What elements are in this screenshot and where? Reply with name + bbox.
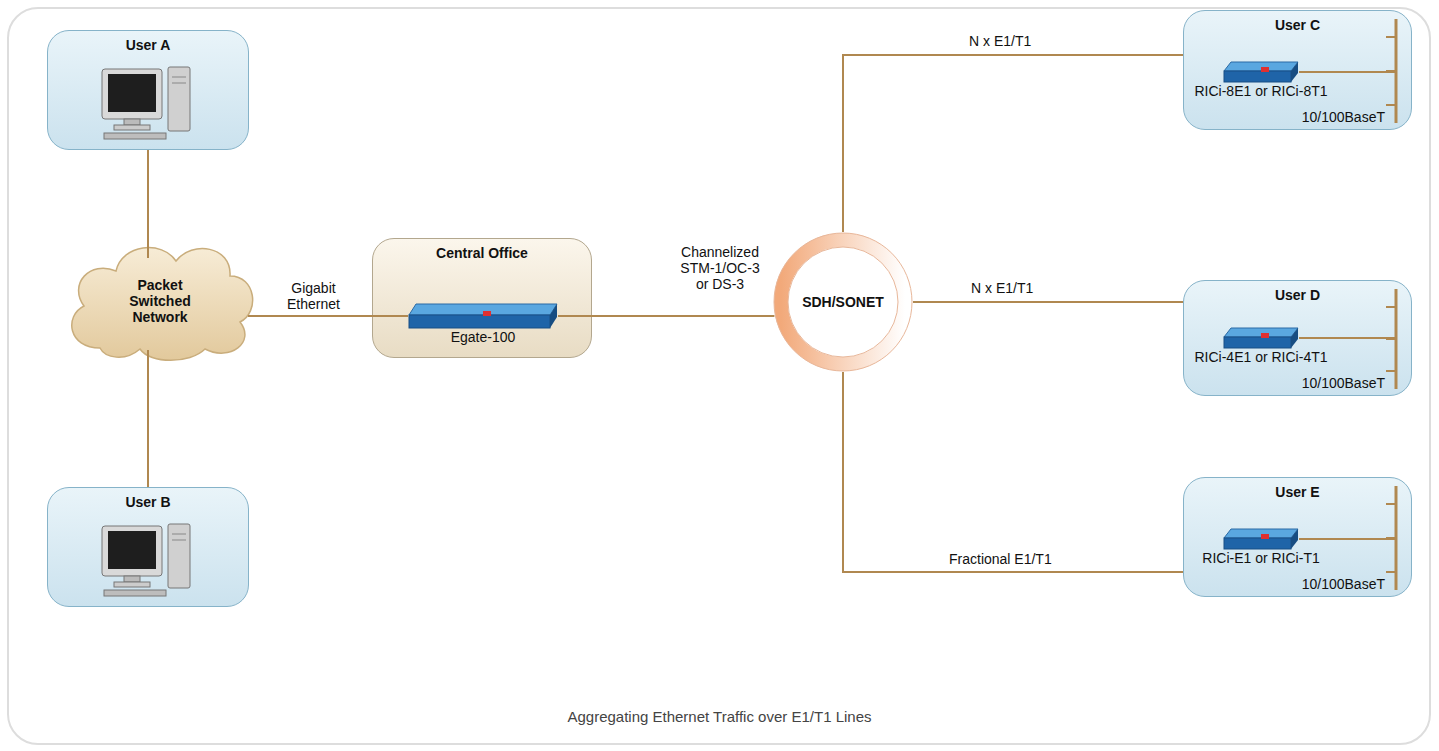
user-box: User C 10/100BaseT RICi-8E1 or RICi-8T1 (1183, 10, 1412, 130)
node-title: User E (1184, 478, 1411, 500)
device-icon (1223, 61, 1299, 83)
connector-line (147, 150, 149, 258)
lan-link (1299, 71, 1395, 73)
computer-icon (94, 520, 204, 600)
line-label: N x E1/T1 (968, 280, 1036, 296)
user-box: User A (47, 30, 249, 150)
device-label: RICi-E1 or RICi-T1 (1186, 550, 1336, 566)
device-label: RICi-4E1 or RICi-4T1 (1186, 349, 1336, 365)
node-title: User C (1184, 11, 1411, 33)
computer-icon (94, 63, 204, 143)
node-title: SDH/SONET (802, 294, 884, 310)
line-label: N x E1/T1 (966, 33, 1034, 49)
line-label: Channelized STM-1/OC-3 or DS-3 (674, 244, 766, 292)
office-box: Central OfficeEgate-100 (372, 238, 592, 358)
connector-line (248, 315, 408, 317)
node-title: User B (48, 488, 248, 510)
network-cloud: Packet Switched Network (60, 236, 260, 366)
line-label: Gigabit Ethernet (284, 280, 343, 312)
device-icon (1223, 528, 1299, 550)
connector-line (843, 372, 1183, 572)
connector-line (558, 315, 774, 317)
connector-line (843, 55, 1183, 232)
lan-link (1299, 538, 1395, 540)
user-box: User B (47, 487, 249, 607)
ric-device: RICi-E1 or RICi-T1 (1186, 528, 1336, 570)
connector-line (913, 301, 1183, 303)
egate-device: Egate-100 (408, 303, 558, 351)
user-box: User E 10/100BaseT RICi-E1 or RICi-T1 (1183, 477, 1412, 597)
lan-link (1299, 337, 1395, 339)
device-label: Egate-100 (408, 329, 558, 345)
node-title: Packet Switched Network (129, 277, 190, 325)
node-title: User D (1184, 281, 1411, 303)
port-label: 10/100BaseT (1302, 109, 1385, 125)
device-icon (408, 303, 558, 329)
device-icon (1223, 327, 1299, 349)
connector-line (147, 350, 149, 487)
port-label: 10/100BaseT (1302, 576, 1385, 592)
ric-device: RICi-8E1 or RICi-8T1 (1186, 61, 1336, 103)
node-title: User A (48, 31, 248, 53)
ric-device: RICi-4E1 or RICi-4T1 (1186, 327, 1336, 369)
caption: Aggregating Ethernet Traffic over E1/T1 … (0, 708, 1439, 725)
port-label: 10/100BaseT (1302, 375, 1385, 391)
node-title: Central Office (373, 239, 591, 261)
device-label: RICi-8E1 or RICi-8T1 (1186, 83, 1336, 99)
ring-network: SDH/SONET (773, 232, 913, 372)
line-label: Fractional E1/T1 (946, 551, 1055, 567)
